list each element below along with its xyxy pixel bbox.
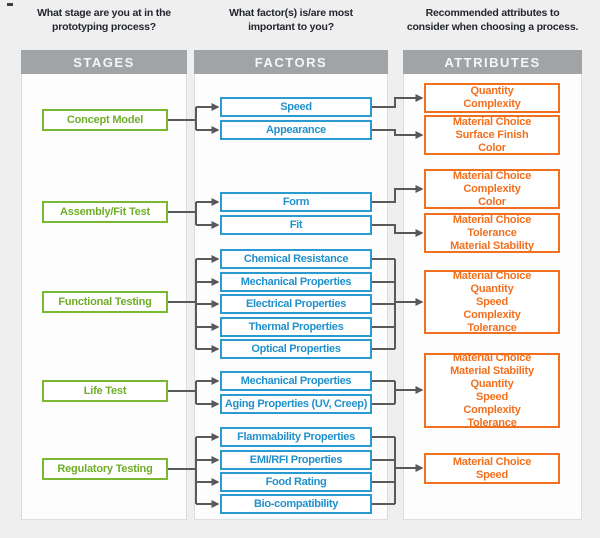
factor-mechanical-properties: Mechanical Properties bbox=[220, 272, 372, 292]
factor-fit: Fit bbox=[220, 215, 372, 235]
attr-line: Speed bbox=[475, 390, 508, 403]
header-factors: FACTORS bbox=[194, 50, 388, 74]
attrs-speed: Quantity Complexity bbox=[424, 83, 560, 113]
attr-line: Surface Finish bbox=[455, 128, 529, 141]
factor-flammability-properties: Flammability Properties bbox=[220, 427, 372, 447]
attr-line: Speed bbox=[475, 295, 508, 308]
attrs-functional-testing: Material Choice Quantity Speed Complexit… bbox=[424, 270, 560, 334]
attrs-life-test: Material Choice Material Stability Quant… bbox=[424, 351, 560, 429]
factor-aging-properties: Aging Properties (UV, Creep) bbox=[220, 394, 372, 414]
attr-line: Material Stability bbox=[450, 364, 534, 377]
attr-line: Complexity bbox=[463, 403, 521, 416]
question-line: consider when choosing a process. bbox=[406, 21, 579, 33]
attr-line: Material Choice bbox=[452, 269, 532, 282]
attr-line: Color bbox=[478, 195, 506, 208]
screen-artifact bbox=[7, 3, 13, 6]
factor-mechanical-properties-life: Mechanical Properties bbox=[220, 371, 372, 391]
question-line: important to you? bbox=[248, 21, 334, 33]
stage-concept-model: Concept Model bbox=[42, 109, 168, 131]
factor-chemical-resistance: Chemical Resistance bbox=[220, 249, 372, 269]
factor-appearance: Appearance bbox=[220, 120, 372, 140]
factor-speed: Speed bbox=[220, 97, 372, 117]
stage-assembly-fit-test: Assembly/Fit Test bbox=[42, 201, 168, 223]
factor-thermal-properties: Thermal Properties bbox=[220, 317, 372, 337]
attrs-appearance: Material Choice Surface Finish Color bbox=[424, 115, 560, 155]
attr-line: Material Choice bbox=[452, 169, 532, 182]
question-attributes: Recommended attributes to consider when … bbox=[403, 6, 582, 34]
attr-line: Speed bbox=[475, 468, 508, 481]
question-stages: What stage are you at in the prototyping… bbox=[21, 6, 187, 34]
attr-line: Material Stability bbox=[450, 239, 534, 252]
attr-line: Tolerance bbox=[467, 226, 517, 239]
attr-line: Tolerance bbox=[467, 416, 517, 429]
factor-emi-rfi-properties: EMI/RFI Properties bbox=[220, 450, 372, 470]
factor-food-rating: Food Rating bbox=[220, 472, 372, 492]
factor-bio-compatibility: Bio-compatibility bbox=[220, 494, 372, 514]
factor-optical-properties: Optical Properties bbox=[220, 339, 372, 359]
stage-functional-testing: Functional Testing bbox=[42, 291, 168, 313]
question-line: What factor(s) is/are most bbox=[229, 7, 353, 19]
stage-regulatory-testing: Regulatory Testing bbox=[42, 458, 168, 480]
attr-line: Complexity bbox=[463, 182, 521, 195]
attr-line: Quantity bbox=[470, 85, 514, 97]
attr-line: Quantity bbox=[470, 377, 514, 390]
attrs-regulatory-testing: Material Choice Speed bbox=[424, 453, 560, 484]
header-stages: STAGES bbox=[21, 50, 187, 74]
attr-line: Material Choice bbox=[452, 213, 532, 226]
factor-electrical-properties: Electrical Properties bbox=[220, 294, 372, 314]
attr-line: Color bbox=[478, 141, 506, 154]
question-factors: What factor(s) is/are most important to … bbox=[194, 6, 388, 34]
attr-line: Tolerance bbox=[467, 321, 517, 334]
attr-line: Material Choice bbox=[452, 351, 532, 364]
attr-line: Quantity bbox=[470, 282, 514, 295]
question-line: What stage are you at in the bbox=[37, 7, 171, 19]
attrs-fit: Material Choice Tolerance Material Stabi… bbox=[424, 213, 560, 253]
attr-line: Complexity bbox=[463, 308, 521, 321]
attrs-form: Material Choice Complexity Color bbox=[424, 169, 560, 209]
attr-line: Complexity bbox=[463, 98, 521, 110]
stage-life-test: Life Test bbox=[42, 380, 168, 402]
question-line: Recommended attributes to bbox=[425, 7, 560, 19]
attr-line: Material Choice bbox=[452, 115, 532, 128]
attr-line: Material Choice bbox=[452, 455, 532, 468]
question-line: prototyping process? bbox=[52, 21, 156, 33]
header-attributes: ATTRIBUTES bbox=[403, 50, 582, 74]
factor-form: Form bbox=[220, 192, 372, 212]
